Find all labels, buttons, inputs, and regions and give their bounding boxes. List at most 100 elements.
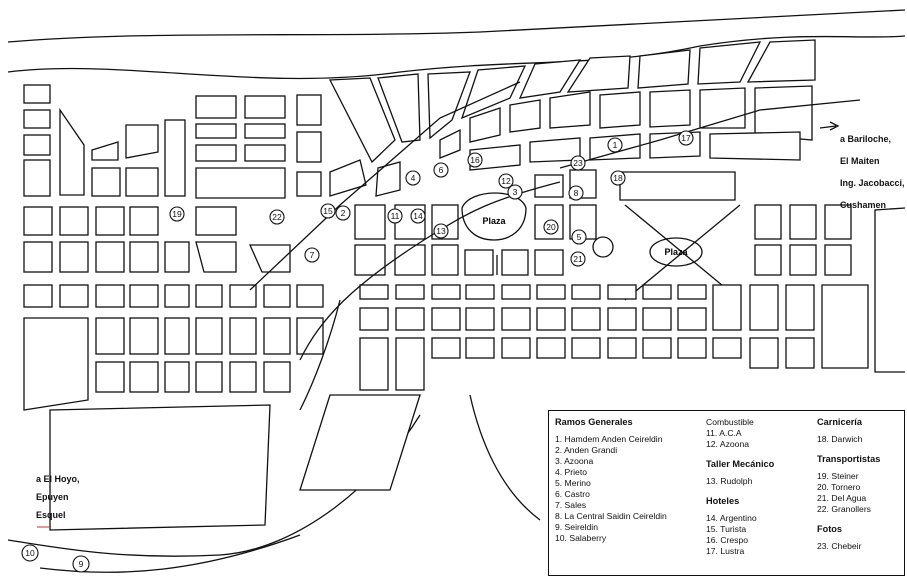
legend-heading: Hoteles: [706, 496, 740, 506]
svg-text:13: 13: [436, 226, 446, 236]
svg-text:22: 22: [272, 212, 282, 222]
map-grid: [23, 39, 869, 531]
marker-11[interactable]: 11: [387, 208, 403, 224]
destination-northeast: a Bariloche, El Maiten Ing. Jacobacci, C…: [840, 128, 905, 216]
svg-text:6: 6: [439, 165, 444, 175]
legend-item: 8. La Central Saidin Ceireldin: [555, 511, 667, 521]
river-edge-lower: [7, 35, 906, 80]
legend-item: 9. Seireldin: [555, 522, 598, 532]
svg-text:10: 10: [25, 548, 35, 558]
marker-16[interactable]: 16: [467, 152, 483, 168]
legend-heading: Carnicería: [817, 417, 862, 427]
marker-2[interactable]: 2: [335, 205, 351, 221]
town-boundary: [874, 207, 906, 373]
marker-23[interactable]: 23: [570, 155, 586, 171]
destination-line: El Maiten: [840, 156, 880, 166]
legend-item: 15. Turista: [706, 524, 747, 534]
svg-text:15: 15: [323, 206, 333, 216]
destination-line: Epuyen: [36, 492, 69, 502]
legend-item: 1. Hamdem Anden Ceireldin: [555, 434, 663, 444]
svg-text:20: 20: [546, 222, 556, 232]
svg-text:18: 18: [613, 173, 623, 183]
marker-21[interactable]: 21: [570, 251, 586, 267]
svg-text:3: 3: [513, 187, 518, 197]
svg-text:5: 5: [577, 232, 582, 242]
south-exit-road: [299, 299, 341, 411]
marker-20[interactable]: 20: [543, 219, 559, 235]
plaza-east: [649, 237, 703, 267]
marker-8[interactable]: 8: [568, 185, 584, 201]
marker-9[interactable]: 9: [72, 555, 90, 573]
svg-text:7: 7: [310, 250, 315, 260]
diagonal-avenue-east: [559, 99, 861, 169]
marker-17[interactable]: 17: [678, 130, 694, 146]
map-legend: Ramos Generales 1. Hamdem Anden Ceireldi…: [548, 410, 905, 576]
svg-text:14: 14: [413, 211, 423, 221]
legend-item: 12. Azoona: [706, 439, 750, 449]
legend-heading: Ramos Generales: [555, 417, 633, 427]
svg-text:12: 12: [501, 176, 511, 186]
marker-5[interactable]: 5: [571, 229, 587, 245]
legend-item: 7. Sales: [555, 500, 587, 510]
svg-text:8: 8: [574, 188, 579, 198]
svg-text:16: 16: [470, 155, 480, 165]
svg-text:11: 11: [391, 211, 400, 221]
legend-heading: Fotos: [817, 524, 843, 534]
svg-text:21: 21: [573, 254, 583, 264]
svg-text:9: 9: [79, 559, 84, 569]
marker-19[interactable]: 19: [169, 206, 185, 222]
legend-item: 21. Del Agua: [817, 493, 867, 503]
legend-heading: Transportistas: [817, 454, 881, 464]
marker-15[interactable]: 15: [320, 203, 336, 219]
legend-item: 17. Lustra: [706, 546, 745, 556]
diagonal-avenue-central: [249, 81, 521, 291]
legend-column-right: Carnicería 18. Darwich Transportistas 19…: [817, 417, 903, 552]
destination-line: Cushamen: [840, 200, 887, 210]
legend-item: 11. A.C.A: [706, 428, 742, 438]
legend-item: 3. Azoona: [555, 456, 594, 466]
svg-text:17: 17: [681, 133, 691, 143]
destination-line: Ing. Jacobacci,: [840, 178, 905, 188]
marker-3[interactable]: 3: [507, 184, 523, 200]
south-road-west-2: [39, 534, 301, 573]
marker-7[interactable]: 7: [304, 247, 320, 263]
legend-heading: Taller Mecánico: [706, 459, 775, 469]
exit-arrow: [829, 121, 840, 131]
marker-18[interactable]: 18: [610, 170, 626, 186]
plaza-main: [461, 192, 527, 241]
marker-12[interactable]: 12: [498, 173, 514, 189]
marker-10[interactable]: 10: [21, 544, 39, 562]
svg-text:19: 19: [172, 209, 182, 219]
legend-item: 10. Salaberry: [555, 533, 607, 543]
plaza-east-label: Plaza: [664, 247, 688, 257]
legend-item: 22. Granollers: [817, 504, 871, 514]
legend-column-ramos: Ramos Generales 1. Hamdem Anden Ceireldi…: [555, 417, 703, 544]
legend-item: 16. Crespo: [706, 535, 749, 545]
legend-item: 19. Steiner: [817, 471, 859, 481]
legend-item: 2. Anden Grandi: [555, 445, 618, 455]
south-road-east: [469, 394, 541, 521]
legend-item: 13. Rudolph: [706, 476, 753, 486]
marker-6[interactable]: 6: [433, 162, 449, 178]
legend-column-middle: Combustible 11. A.C.A 12. Azoona Taller …: [706, 417, 811, 557]
diagonal-avenue-west: [299, 181, 561, 361]
marker-1[interactable]: 1: [607, 137, 623, 153]
svg-text:23: 23: [573, 158, 583, 168]
marker-4[interactable]: 4: [405, 170, 421, 186]
legend-item: 23. Chebeir: [817, 541, 862, 551]
destination-line: a Bariloche,: [840, 134, 892, 144]
legend-item: 5. Merino: [555, 478, 591, 488]
marker-13[interactable]: 13: [433, 223, 449, 239]
svg-text:2: 2: [341, 208, 346, 218]
destination-line: Esquel: [36, 510, 66, 520]
legend-item: 20. Tornero: [817, 482, 861, 492]
plaza-main-label: Plaza: [482, 216, 506, 226]
legend-item: 14. Argentino: [706, 513, 757, 523]
marker-14[interactable]: 14: [410, 208, 426, 224]
river-edge-upper: [7, 9, 906, 43]
marker-22[interactable]: 22: [269, 209, 285, 225]
destination-southwest: a El Hoyo, Epuyen Esquel: [36, 470, 80, 524]
legend-item: 4. Prieto: [555, 467, 588, 477]
legend-heading: Combustible: [706, 417, 754, 427]
